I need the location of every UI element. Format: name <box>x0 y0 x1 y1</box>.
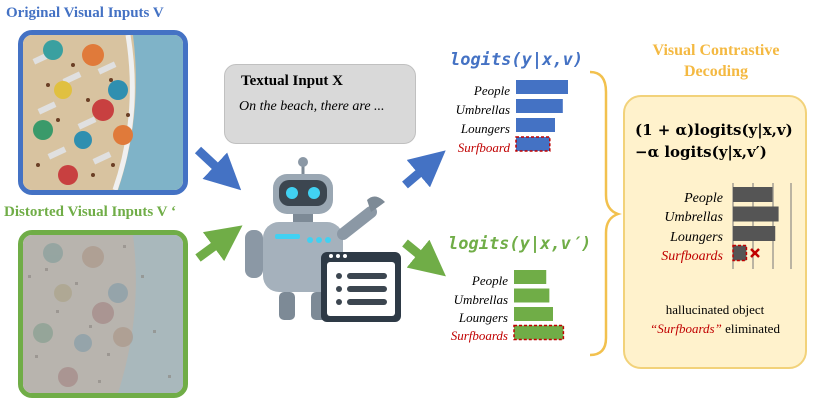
textual-input-body: On the beach, there are ... <box>239 99 385 114</box>
top-label-people: People <box>473 83 510 98</box>
logits-original-title: logits(y|x,v) <box>450 50 584 70</box>
bottom-bar-umbrellas <box>514 288 550 303</box>
vcd-label-umbrellas: Umbrellas <box>664 210 723 225</box>
logits-distorted-title: logits(y|x,v′) <box>448 234 592 254</box>
vcd-panel: (1 + α)logits(y|x,v) −α logits(y|x,v′) P… <box>623 95 807 369</box>
robot-icon <box>245 157 401 322</box>
top-label-loungers: Loungers <box>460 121 510 136</box>
vcd-label-people: People <box>684 191 723 206</box>
combine-bracket <box>589 70 622 357</box>
bottom-label-umbrellas: Umbrellas <box>453 292 508 307</box>
vcd-bar-people <box>733 187 773 202</box>
top-bar-people <box>516 80 568 94</box>
bottom-bar-loungers <box>514 307 553 321</box>
original-beach-image <box>18 30 188 195</box>
top-bar-umbrellas <box>516 99 563 113</box>
bottom-label-surfboards: Surfboards <box>450 328 508 343</box>
vcd-caption-object: “Surfboards” <box>650 321 722 336</box>
vcd-bar-loungers <box>733 226 776 241</box>
bottom-bar-people <box>514 270 547 284</box>
vcd-caption-line2: “Surfboards” eliminated <box>625 319 805 338</box>
top-bar-surfboard <box>515 136 551 152</box>
vcd-bar-umbrellas <box>733 206 779 222</box>
vcd-label-surfboards: Surfboards <box>661 249 723 264</box>
arrow-robot-to-bottom-logits <box>402 239 446 277</box>
arrow-distorted-to-robot <box>195 225 243 262</box>
textual-input-box: Textual Input X On the beach, there are … <box>224 64 416 144</box>
top-bar-loungers <box>516 118 555 132</box>
distorted-inputs-label: Distorted Visual Inputs V ‘ <box>4 204 176 220</box>
vcd-formula-line1: (1 + α)logits(y|x,v) <box>635 121 793 139</box>
vcd-bars <box>732 183 792 269</box>
arrow-original-to-robot <box>194 146 242 191</box>
vcd-caption-eliminated: eliminated <box>721 321 780 336</box>
vcd-title: Visual Contrastive Decoding <box>652 42 780 80</box>
bottom-label-people: People <box>471 273 508 288</box>
vcd-formula: (1 + α)logits(y|x,v) −α logits(y|x,v′) <box>635 119 805 163</box>
bottom-logits-bars <box>513 270 565 341</box>
original-inputs-label: Original Visual Inputs V <box>6 5 164 21</box>
top-label-surfboard: Surfboard <box>457 140 510 155</box>
top-logits-bars <box>515 80 568 152</box>
top-label-umbrellas: Umbrellas <box>455 102 510 117</box>
bottom-label-loungers: Loungers <box>458 310 508 325</box>
vcd-bar-surfboards <box>732 244 748 262</box>
textual-input-title: Textual Input X <box>241 73 343 89</box>
vcd-formula-line2: −α logits(y|x,v′) <box>635 143 767 161</box>
bottom-bar-surfboards <box>513 324 565 341</box>
distorted-beach-image <box>18 230 188 398</box>
eliminated-cross-icon <box>750 248 760 258</box>
vcd-caption-line1: hallucinated object <box>665 302 765 317</box>
vcd-label-loungers: Loungers <box>670 230 723 245</box>
arrow-robot-to-top-logits <box>402 150 446 189</box>
